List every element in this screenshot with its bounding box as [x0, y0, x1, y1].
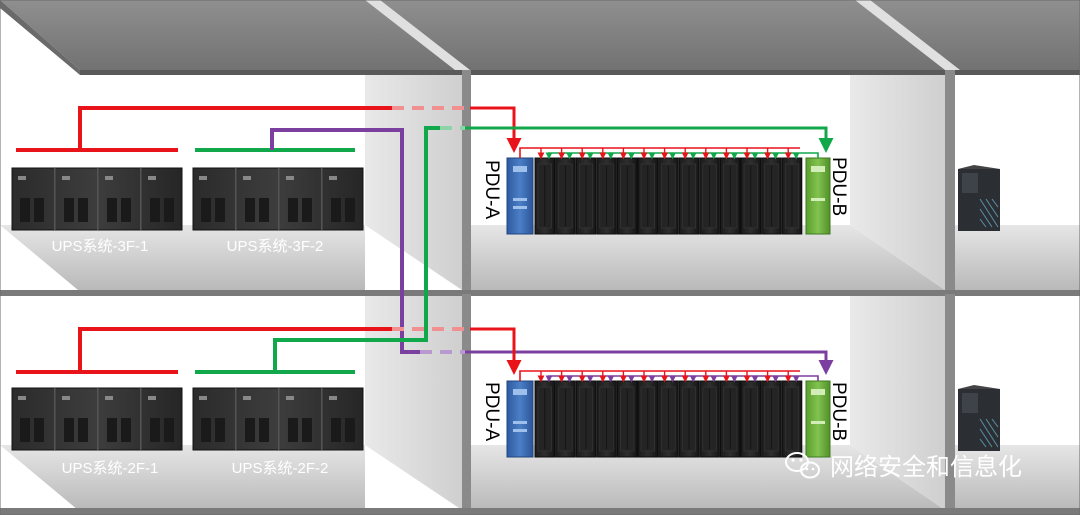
upper-floor-room1	[0, 225, 365, 290]
lower-rack	[699, 380, 720, 458]
lower-rack	[719, 380, 741, 458]
lower-branch-bus-a	[519, 370, 800, 381]
upper-rack	[534, 157, 556, 235]
ups-2f-1	[11, 387, 183, 451]
lower-rack	[658, 380, 679, 458]
lower-rack	[575, 380, 597, 458]
pdu-a-label-lower: PDU-A	[481, 382, 502, 441]
cooling-unit-lower	[958, 385, 1000, 451]
upper-branch-bus-a	[519, 147, 800, 158]
upper-rack	[719, 157, 741, 235]
ups-label-3f-2: UPS系统-3F-2	[227, 238, 324, 255]
lower-floor-room2	[471, 445, 945, 510]
lower-rack	[761, 380, 782, 458]
upper-pdu-b	[805, 157, 831, 235]
upper-rack-row	[506, 147, 831, 235]
upper-rack	[555, 157, 576, 235]
pdu-b-label-upper: PDU-B	[828, 157, 849, 216]
ups-2f-2	[192, 387, 364, 451]
cooling-unit-upper	[958, 165, 1000, 231]
feed-3f1-red	[78, 106, 392, 150]
lower-rack	[637, 380, 659, 458]
upper-floor-room2	[471, 225, 945, 290]
lower-rack	[596, 380, 617, 458]
upper-rack	[658, 157, 679, 235]
ups-cabinet-group	[11, 167, 183, 231]
lower-wall-2	[850, 296, 945, 510]
power-feeds	[16, 106, 834, 375]
upper-rack	[678, 157, 700, 235]
lower-pdu-b	[805, 380, 831, 458]
upper-rack	[616, 157, 638, 235]
lower-rack	[740, 380, 762, 458]
lower-rack	[781, 380, 803, 458]
upper-pdu-a	[506, 157, 534, 235]
upper-wall-2	[850, 75, 945, 290]
ups-label-3f-1: UPS系统-3F-1	[52, 238, 149, 255]
upper-rack	[761, 157, 782, 235]
upper-branch-bus-b	[548, 152, 819, 158]
ups-label-2f-2: UPS系统-2F-2	[232, 460, 329, 477]
middle-slab	[0, 290, 1080, 296]
lower-rack	[678, 380, 700, 458]
pdu-a-label-upper: PDU-A	[481, 160, 502, 219]
wechat-icon	[785, 452, 820, 479]
lower-rack	[555, 380, 576, 458]
watermark: 网络安全和信息化	[785, 452, 1022, 481]
roof-slab	[0, 0, 1080, 70]
watermark-text: 网络安全和信息化	[830, 454, 1022, 481]
feed-3f2-purple	[270, 128, 420, 354]
lower-floor-room1	[0, 445, 365, 510]
ups-3f-2	[192, 167, 364, 231]
feed-2f2-green	[273, 126, 440, 372]
pdu-b-label-lower: PDU-B	[828, 382, 849, 441]
feed-2f1-red	[78, 327, 392, 372]
upper-rack	[637, 157, 659, 235]
ups-label-2f-1: UPS系统-2F-1	[62, 460, 159, 477]
lower-rack-row	[506, 370, 831, 458]
upper-rack	[699, 157, 720, 235]
lower-branch-bus-b	[548, 375, 819, 381]
lower-pdu-a	[506, 380, 534, 458]
upper-rack	[596, 157, 617, 235]
lower-rack	[534, 380, 556, 458]
upper-rack	[575, 157, 597, 235]
lower-rack	[616, 380, 638, 458]
lower-wall-1	[365, 296, 462, 510]
upper-rack	[781, 157, 803, 235]
ups-3f-1	[11, 167, 183, 231]
upper-rack	[740, 157, 762, 235]
